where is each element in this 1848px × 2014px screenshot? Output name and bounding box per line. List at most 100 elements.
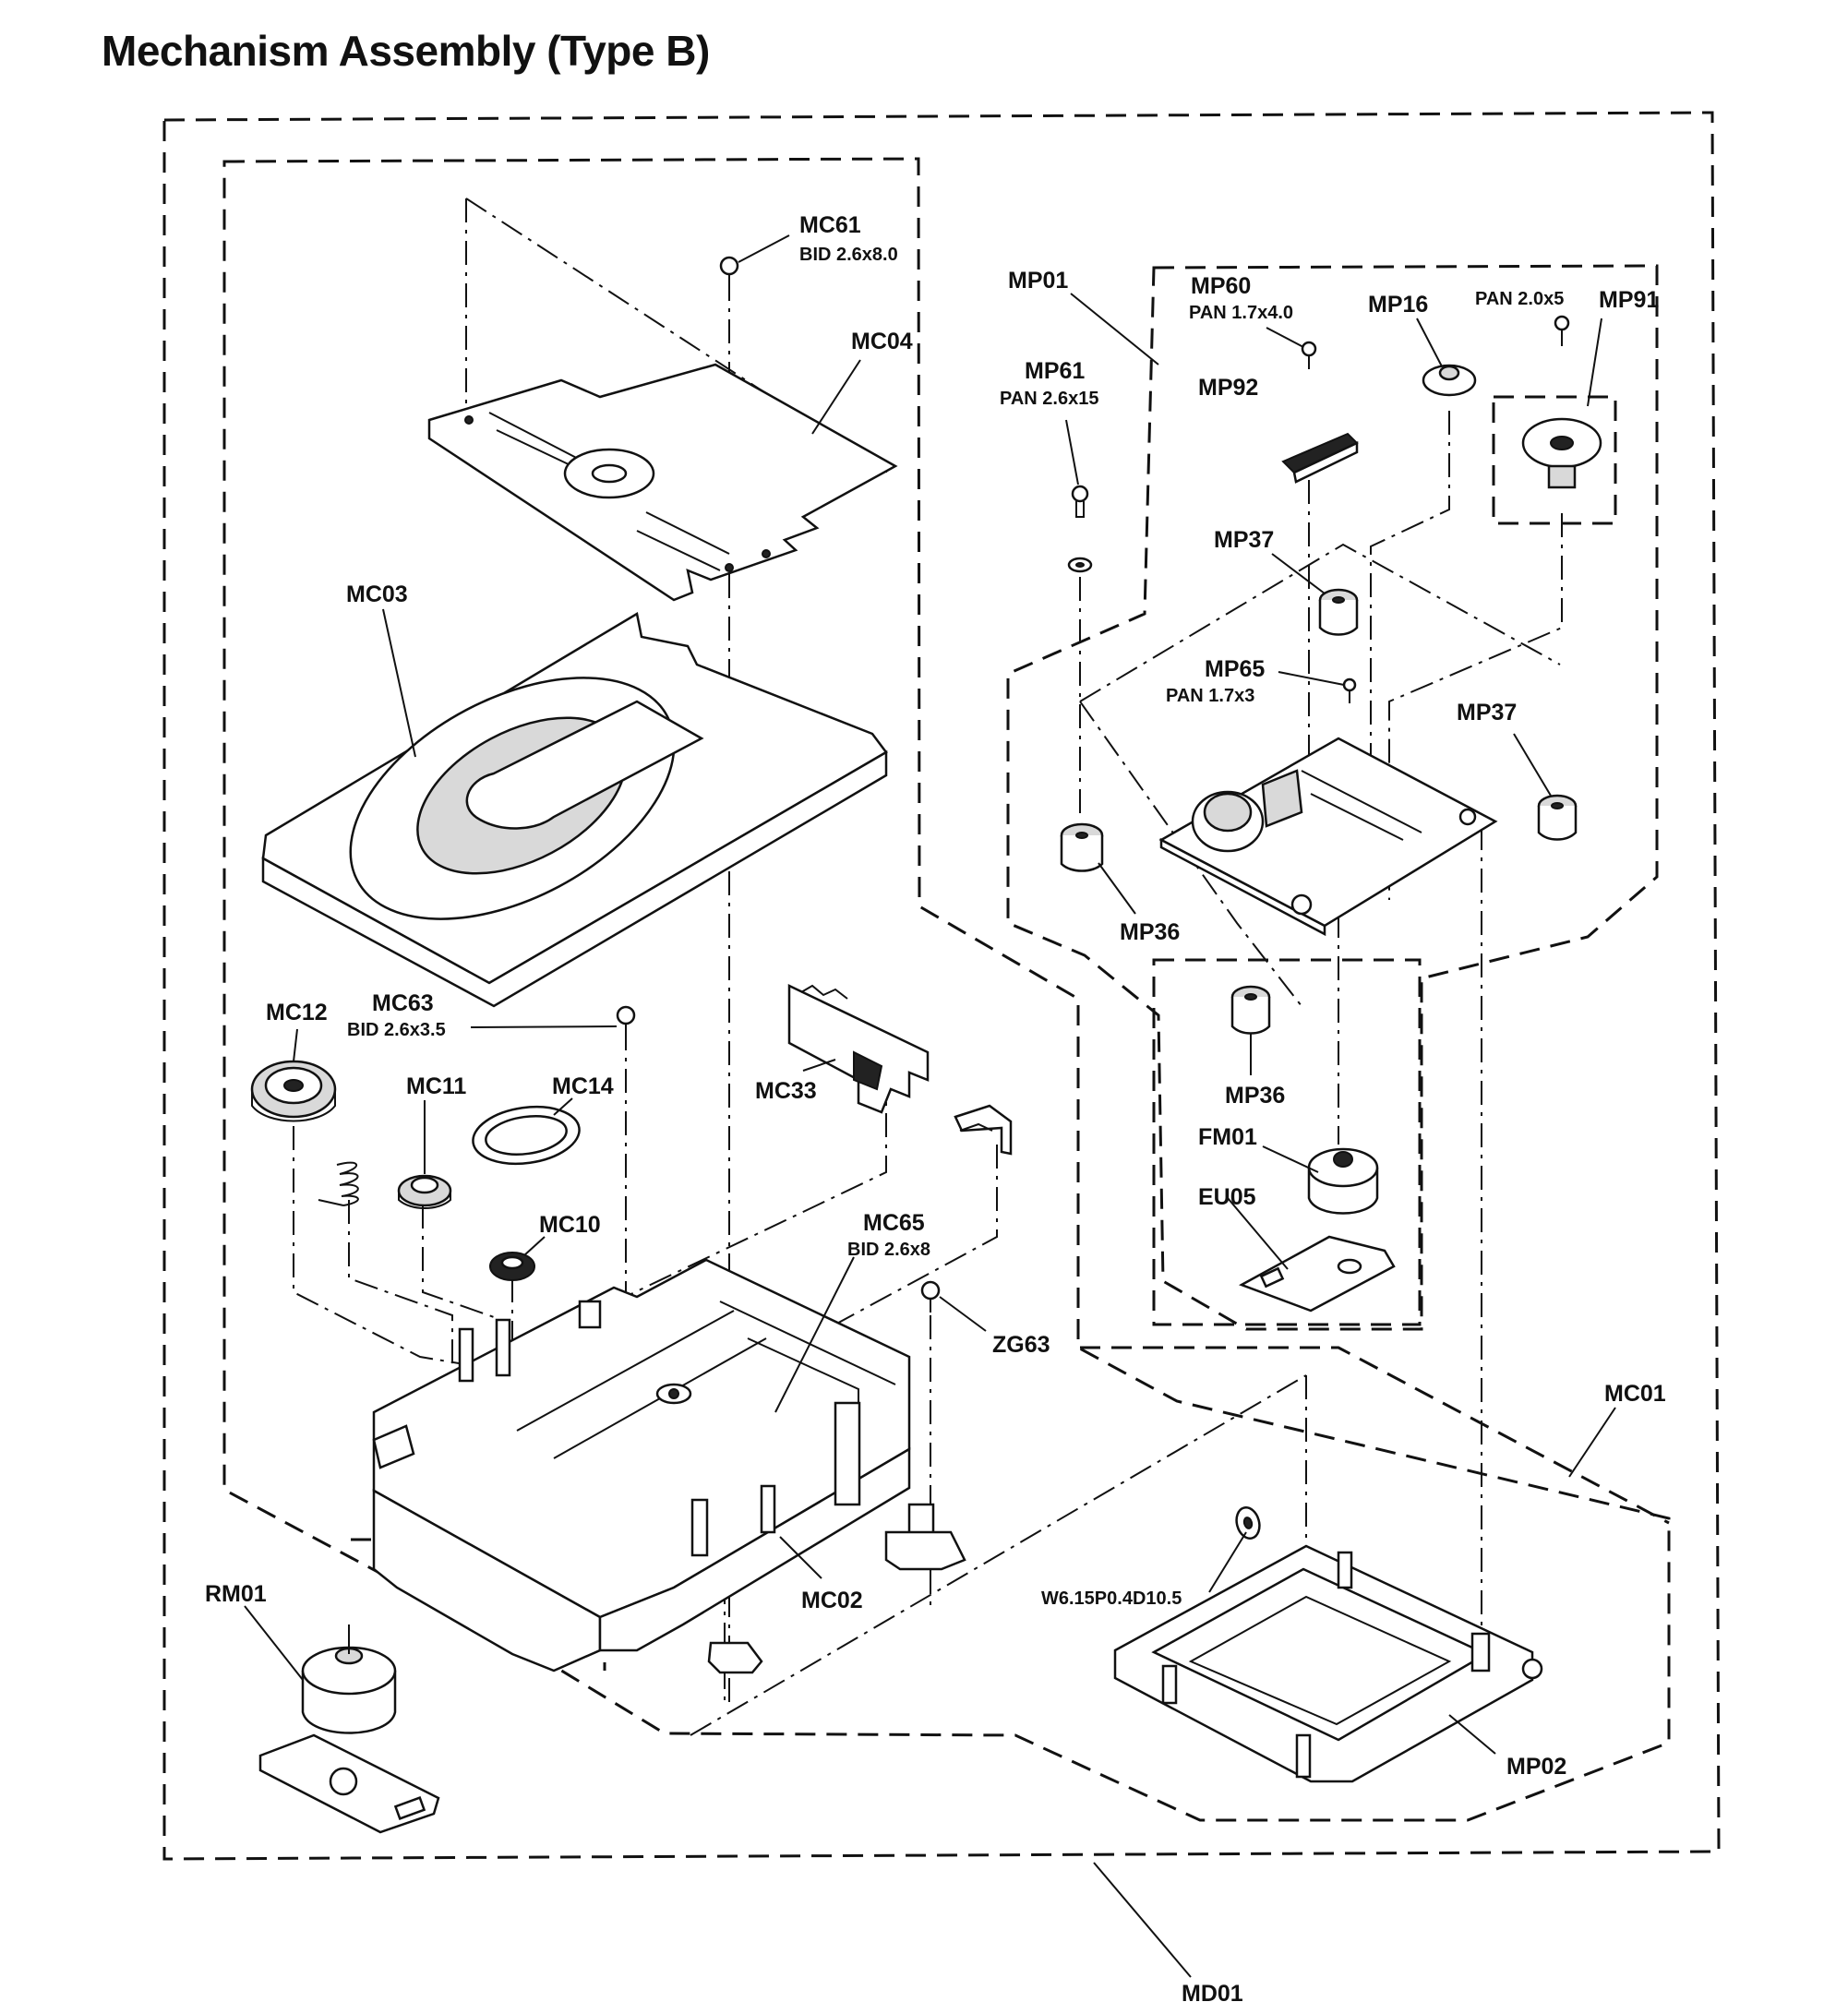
eu05-fm01-box: [1152, 958, 1422, 1326]
leader-mp37b: [1513, 733, 1552, 797]
label-mp37b: MP37: [1457, 700, 1517, 725]
mc61-screw-icon: [719, 256, 739, 276]
mc33-slider: [787, 984, 930, 1114]
mc02-post-4: [690, 1498, 709, 1557]
align-mp16: [1370, 411, 1450, 886]
mc04-plate: [427, 363, 898, 602]
align-mc02-to-mp02: [690, 1374, 1307, 1736]
mc02-left-tab: [372, 1424, 415, 1469]
mc14-belt: [472, 1105, 581, 1166]
label-mc61: MC61: [799, 212, 861, 238]
mc04-hole-2: [725, 563, 734, 572]
mp02-frame-boundary: [1080, 1346, 1670, 1525]
leader-mp37a: [1271, 553, 1326, 594]
mp91-screw: [1554, 315, 1570, 346]
label-fm01: FM01: [1198, 1124, 1257, 1150]
label-mp61: MP61: [1025, 358, 1085, 384]
leader-mp01: [1070, 293, 1159, 366]
zg63-screw-icon: [920, 1280, 941, 1301]
mp36-damper-2: [1230, 985, 1271, 1035]
mc63-screw-icon: [616, 1005, 636, 1025]
label-mc33: MC33: [755, 1078, 817, 1104]
mp02-side-pin: [1521, 1658, 1543, 1680]
mp-traverse-base: [1158, 737, 1498, 937]
bracket-part: [954, 1104, 1013, 1156]
mp02-post-4: [1337, 1551, 1353, 1589]
label-mp65: MP65: [1205, 656, 1265, 682]
label-mp61-spec: PAN 2.6x15: [1000, 389, 1098, 409]
mp36-damper-1: [1060, 822, 1104, 872]
label-mp91: MP91: [1599, 287, 1659, 313]
label-rm01: RM01: [205, 1581, 267, 1607]
mc02-spindle-hole: [668, 1388, 679, 1399]
label-md01: MD01: [1182, 1981, 1243, 2007]
leader-zg63: [939, 1296, 987, 1332]
leader-mp65: [1278, 671, 1345, 686]
fm01-motor: [1307, 1147, 1379, 1215]
mp16-washer: [1422, 364, 1477, 397]
part-labels: MC61 BID 2.6x8.0 MC04 MC03 MC12 MC63 BID…: [205, 212, 1666, 2007]
leader-mc63: [470, 1025, 618, 1028]
mp92-switch: [1281, 432, 1359, 484]
mp02-post-3: [1470, 1632, 1491, 1672]
w615-washer: [1235, 1506, 1261, 1540]
mp91-gear-box: [1492, 395, 1617, 525]
label-mp91-spec: PAN 2.0x5: [1475, 289, 1564, 309]
label-mc61-spec: BID 2.6x8.0: [799, 245, 898, 265]
leader-mp36a: [1098, 862, 1136, 915]
mc04-top-cover: [427, 363, 898, 602]
label-mp36b: MP36: [1225, 1083, 1285, 1109]
label-eu05: EU05: [1198, 1184, 1256, 1210]
label-mc04: MC04: [851, 329, 913, 354]
leader-mc65: [774, 1256, 855, 1413]
label-mc63: MC63: [372, 990, 434, 1016]
leader-mc33: [802, 1059, 836, 1072]
leader-mc03: [382, 608, 416, 758]
mc11-pulley: [397, 1174, 452, 1209]
label-mc03: MC03: [346, 581, 408, 607]
mc02-post-2: [495, 1318, 511, 1377]
leader-mc12: [293, 1028, 298, 1062]
page-title: Mechanism Assembly (Type B): [102, 27, 710, 75]
label-mp37a: MP37: [1214, 527, 1274, 553]
leader-lines: [244, 234, 1616, 1978]
mc02-post-6: [834, 1401, 861, 1506]
label-mc65-spec: BID 2.6x8: [847, 1240, 930, 1260]
mc02-foot-1: [707, 1641, 763, 1674]
align-mp-base-left: [1079, 543, 1561, 702]
eu05-pcb: [1239, 1235, 1396, 1313]
mc02-post-5: [760, 1484, 776, 1534]
mp-pickup-parts: [1060, 315, 1602, 1313]
leader-mc01: [1568, 1407, 1616, 1478]
label-mc14: MC14: [552, 1073, 614, 1099]
mc02-inner-rail-1: [516, 1310, 735, 1432]
label-mp60: MP60: [1191, 273, 1251, 299]
mc03-tray-side: [261, 749, 888, 1008]
label-mc65: MC65: [863, 1210, 925, 1236]
mc02-foot-2: [884, 1530, 966, 1571]
mp61-screw: [1067, 485, 1093, 573]
mc04-slot-2: [496, 429, 573, 467]
mc02-right-face: [598, 1446, 911, 1652]
mp02-post-1: [1161, 1664, 1178, 1705]
mp91-gear: [1521, 417, 1602, 489]
mc-screws: [616, 256, 941, 1455]
label-mp01: MP01: [1008, 268, 1068, 294]
mc04-hole-3: [762, 549, 771, 558]
label-mc63-spec: BID 2.6x3.5: [347, 1020, 446, 1040]
label-mp02: MP02: [1506, 1754, 1566, 1780]
label-mp65-spec: PAN 1.7x3: [1166, 686, 1254, 706]
label-mp36a: MP36: [1120, 919, 1180, 945]
spring-part: [318, 1161, 359, 1206]
label-mc02: MC02: [801, 1588, 863, 1613]
mc04-slot-4: [636, 530, 721, 571]
mc03-pickup-slot: [465, 700, 704, 830]
mp02-bottom-frame: [1113, 1544, 1543, 1783]
leader-mp91: [1587, 318, 1602, 407]
leader-fm01: [1262, 1145, 1319, 1173]
align-mc11: [422, 1205, 498, 1468]
mp37-damper-1: [1318, 588, 1359, 636]
mc02-chassis: [372, 1258, 966, 1674]
mc12-gear: [250, 1060, 337, 1122]
mc04-slot-3: [645, 511, 730, 555]
